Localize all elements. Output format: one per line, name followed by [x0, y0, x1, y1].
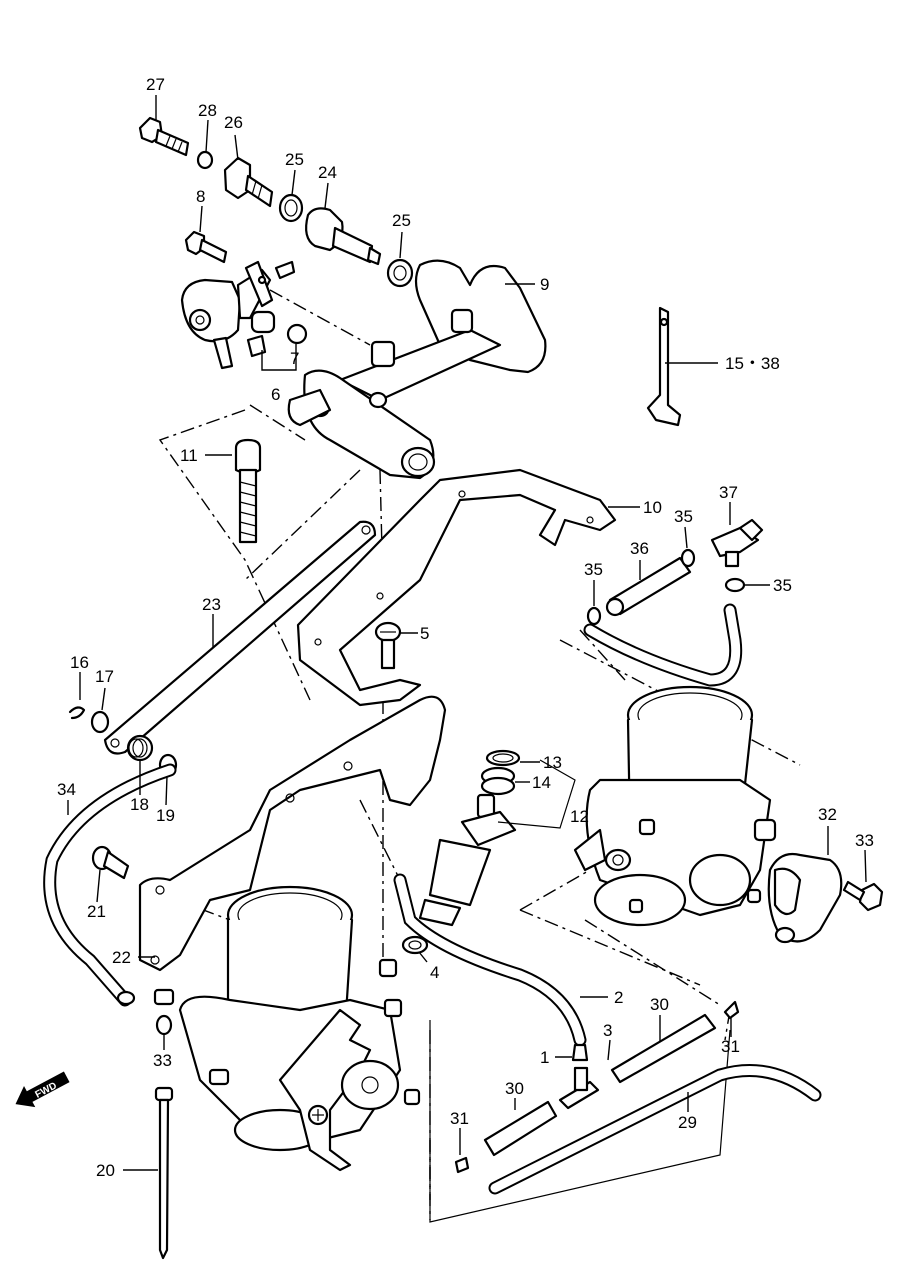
callout-37: 37	[719, 483, 738, 502]
bolt-21	[91, 845, 130, 880]
leader-lines	[149, 289, 801, 1223]
callout-16: 16	[70, 653, 89, 672]
screw-33-right	[842, 880, 884, 912]
clip-6-7	[244, 260, 308, 358]
clamp-35-a	[680, 548, 696, 568]
cable-tie-20	[154, 1086, 174, 1260]
nipple-1	[571, 1043, 589, 1062]
callout-15-38: 15・38	[725, 354, 780, 373]
bracket-15-38	[646, 306, 682, 427]
callout-17: 17	[95, 667, 114, 686]
callout-33: 33	[153, 1051, 172, 1070]
seal-13	[485, 749, 521, 767]
callout-34: 34	[57, 780, 76, 799]
callout-20: 20	[96, 1161, 115, 1180]
callout-11: 11	[180, 446, 198, 465]
clamp-35-b	[586, 606, 602, 626]
o-ring-25-top	[278, 193, 304, 223]
callout-14: 14	[532, 773, 551, 792]
joint-3	[558, 1066, 600, 1110]
banjo-bolt-27	[138, 116, 190, 157]
bracket-10	[296, 468, 617, 707]
callout-18: 18	[130, 795, 149, 814]
callout-9: 9	[540, 275, 549, 294]
fwd-label: FWD	[34, 1080, 59, 1100]
callout-33: 33	[855, 831, 874, 850]
hose-30-upper	[610, 1013, 717, 1084]
cap-31-a	[454, 1156, 470, 1174]
callout-8: 8	[196, 187, 205, 206]
joint-37	[710, 518, 764, 568]
callout-21: 21	[87, 902, 106, 921]
cap-31-b	[723, 1000, 740, 1020]
callout-6: 6	[271, 385, 280, 404]
callout-35: 35	[674, 507, 693, 526]
o-ring-25-lower	[386, 258, 414, 288]
callout-28: 28	[198, 101, 217, 120]
callout-2: 2	[614, 988, 623, 1007]
callout-22: 22	[112, 948, 131, 967]
hose-30-lower	[483, 1100, 558, 1157]
spring-18	[126, 734, 154, 762]
clip-16	[68, 706, 86, 720]
callout-7: 7	[290, 349, 299, 368]
callout-29: 29	[678, 1113, 697, 1132]
callout-4: 4	[430, 963, 439, 982]
callout-5: 5	[420, 624, 429, 643]
callout-12: 12	[570, 807, 589, 826]
joint-24	[305, 207, 382, 266]
hose-36	[583, 556, 743, 687]
bracket-22	[138, 695, 447, 972]
callout-10: 10	[643, 498, 662, 517]
washer-28	[196, 150, 214, 170]
callout-25: 25	[392, 211, 411, 230]
callout-30: 30	[650, 995, 669, 1014]
pressure-regulator	[180, 268, 272, 370]
screw-5	[374, 621, 402, 670]
throttle-sensor-32	[767, 852, 843, 944]
callout-32: 32	[818, 805, 837, 824]
injector-12	[418, 793, 517, 927]
callout-labels: 27 28 26 25 24 25 8 9 7 6 15・38 11 10 37…	[57, 75, 874, 1180]
washer-17	[90, 710, 110, 734]
callout-1: 1	[540, 1048, 549, 1067]
fwd-arrow-icon: FWD	[15, 1071, 70, 1108]
callout-31: 31	[450, 1109, 469, 1128]
fuel-rail-9	[287, 259, 547, 480]
o-ring-14	[480, 766, 516, 796]
callout-24: 24	[318, 163, 337, 182]
throttle-body-left	[153, 885, 421, 1172]
callout-13: 13	[543, 753, 562, 772]
hose-29	[488, 1064, 822, 1195]
callout-leaders	[67, 95, 867, 1171]
clamp-35-c	[724, 577, 746, 593]
hose-2	[393, 873, 587, 1047]
seal-4	[401, 935, 429, 955]
screw-33-left	[155, 1014, 173, 1036]
bolt-8	[184, 230, 228, 264]
fitting-26	[223, 156, 274, 208]
callout-31: 31	[721, 1037, 740, 1056]
linkage-rod-23	[103, 520, 377, 755]
callout-26: 26	[224, 113, 243, 132]
callout-30: 30	[505, 1079, 524, 1098]
callout-3: 3	[603, 1021, 612, 1040]
callout-19: 19	[156, 806, 175, 825]
callout-27: 27	[146, 75, 165, 94]
bolt-11	[234, 438, 262, 544]
callout-35: 35	[773, 576, 792, 595]
hose-34	[43, 763, 177, 1007]
callout-23: 23	[202, 595, 221, 614]
throttle-body-right	[573, 685, 777, 927]
callout-36: 36	[630, 539, 649, 558]
callout-35: 35	[584, 560, 603, 579]
callout-25: 25	[285, 150, 304, 169]
